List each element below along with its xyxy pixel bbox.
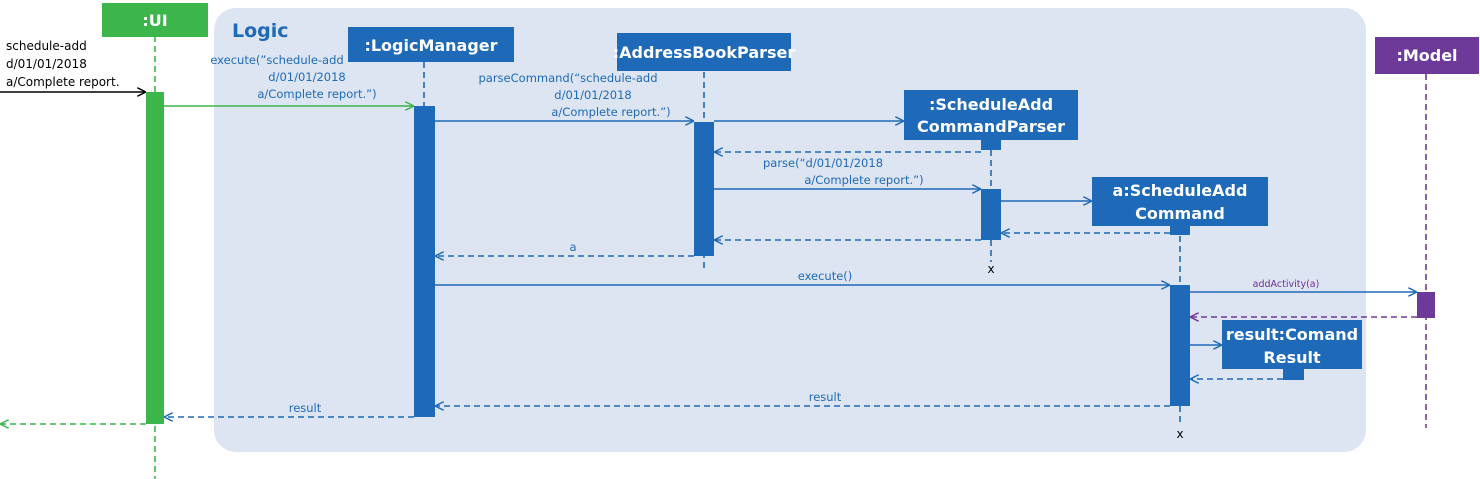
parsecommand-text-line2: d/01/01/2018 bbox=[554, 88, 631, 102]
ui-box bbox=[102, 3, 208, 37]
parser-label: :AddressBookParser bbox=[613, 43, 796, 62]
sacp-box bbox=[904, 90, 1078, 140]
return-a-text: a bbox=[569, 240, 576, 254]
sac-box bbox=[1092, 177, 1268, 226]
result-label-line2: Result bbox=[1263, 348, 1321, 367]
model-label: :Model bbox=[1396, 46, 1457, 65]
result-label-line1: result:Comand bbox=[1226, 325, 1358, 344]
parser-activation bbox=[694, 122, 714, 256]
result-to-ui-text: result bbox=[289, 401, 322, 415]
input-text-line3: a/Complete report. bbox=[6, 75, 120, 89]
model-activation bbox=[1417, 292, 1435, 318]
parse-text-line2: a/Complete report.”) bbox=[804, 173, 923, 187]
input-text-line2: d/01/01/2018 bbox=[6, 57, 87, 71]
parsecommand-text-line1: parseCommand(“schedule-add bbox=[478, 71, 657, 85]
sac-label-line1: a:ScheduleAdd bbox=[1113, 181, 1248, 200]
ui-activation bbox=[146, 92, 164, 424]
sacp-activation bbox=[981, 189, 1001, 240]
input-text-line1: schedule-add bbox=[6, 39, 87, 53]
result-return-text: result bbox=[809, 390, 842, 404]
sac-activation-top bbox=[1170, 226, 1190, 235]
sac-destroy-mark: x bbox=[1176, 427, 1183, 441]
logic-frame-title: Logic bbox=[232, 20, 289, 42]
logic-manager-box bbox=[348, 27, 514, 62]
model-box bbox=[1375, 37, 1479, 74]
sacp-activation-top bbox=[981, 140, 1001, 150]
parser-box bbox=[617, 33, 791, 71]
execute-call-text: execute() bbox=[798, 269, 853, 283]
ui-label: :UI bbox=[142, 11, 167, 30]
add-activity-text: addActivity(a) bbox=[1253, 279, 1320, 290]
sac-label-line2: Command bbox=[1135, 204, 1225, 223]
parse-text-line1: parse(“d/01/01/2018 bbox=[763, 156, 883, 170]
logic-frame bbox=[214, 8, 1366, 452]
result-box bbox=[1222, 320, 1362, 369]
logic-manager-label: :LogicManager bbox=[364, 36, 497, 55]
execute-text-line3: a/Complete report.”) bbox=[257, 87, 376, 101]
sacp-label-line1: :ScheduleAdd bbox=[929, 95, 1053, 114]
sacp-destroy-mark: x bbox=[987, 262, 994, 276]
sac-activation bbox=[1170, 285, 1190, 406]
result-activation bbox=[1283, 369, 1304, 380]
execute-text-line2: d/01/01/2018 bbox=[268, 70, 345, 84]
logic-manager-activation bbox=[414, 106, 435, 417]
parsecommand-text-line3: a/Complete report.”) bbox=[551, 105, 670, 119]
execute-text-line1: execute(”schedule-add bbox=[210, 53, 343, 67]
sacp-label-line2: CommandParser bbox=[917, 117, 1065, 136]
